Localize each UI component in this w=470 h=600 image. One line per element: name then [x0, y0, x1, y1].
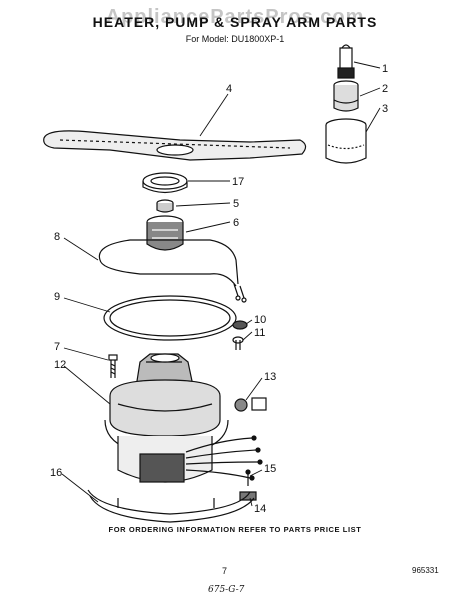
part-9-gasket	[103, 295, 237, 341]
part-8-heater	[98, 239, 247, 303]
callout-12: 12	[54, 359, 66, 371]
diagram-part-code: 965331	[412, 566, 439, 575]
callout-13: 13	[264, 371, 276, 383]
part-16-base-ring	[87, 489, 255, 523]
callout-2: 2	[382, 83, 388, 95]
part-17-ring	[142, 172, 188, 194]
callout-11: 11	[254, 327, 265, 339]
callout-labels: 1 2 3 4 5 6 7 8 9 10 11 12 13 14 15 16 1…	[50, 63, 388, 515]
part-10-grommet	[232, 320, 248, 330]
callout-3: 3	[382, 103, 388, 115]
part-15-screw	[245, 469, 251, 486]
part-13-check-valve	[234, 397, 267, 412]
callout-5: 5	[233, 198, 239, 210]
handwritten-note: 675-G-7	[208, 585, 245, 595]
page-number: 7	[222, 566, 228, 576]
part-11-screw	[232, 336, 244, 350]
part-12-pump-motor	[104, 353, 229, 457]
callout-8: 8	[54, 231, 60, 243]
callout-9: 9	[54, 291, 60, 303]
callout-16: 16	[50, 467, 62, 479]
callout-7: 7	[54, 341, 60, 353]
model-subtitle: For Model: DU1800XP-1	[185, 34, 285, 44]
part-2-drawing	[333, 80, 359, 112]
callout-1: 1	[382, 63, 388, 75]
callout-17: 17	[232, 176, 244, 188]
callout-4: 4	[226, 83, 232, 95]
part-4-spray-arm	[43, 130, 307, 161]
callout-15: 15	[264, 463, 276, 475]
part-1-drawing	[337, 44, 355, 79]
ordering-info-note: FOR ORDERING INFORMATION REFER TO PARTS …	[108, 525, 362, 534]
watermark-text: AppliancePartsPros.com	[105, 6, 365, 28]
pump-housing-lower	[117, 435, 263, 483]
part-5-nut	[156, 199, 174, 213]
callout-6: 6	[233, 217, 239, 229]
callout-leaders	[61, 61, 381, 507]
callout-14: 14	[254, 503, 266, 515]
diagram-title: HEATER, PUMP & SPRAY ARM PARTS	[92, 14, 378, 30]
callout-10: 10	[254, 314, 266, 326]
part-6-impeller	[146, 215, 184, 251]
part-7-bolt	[108, 354, 118, 378]
part-3-drawing	[325, 118, 367, 164]
